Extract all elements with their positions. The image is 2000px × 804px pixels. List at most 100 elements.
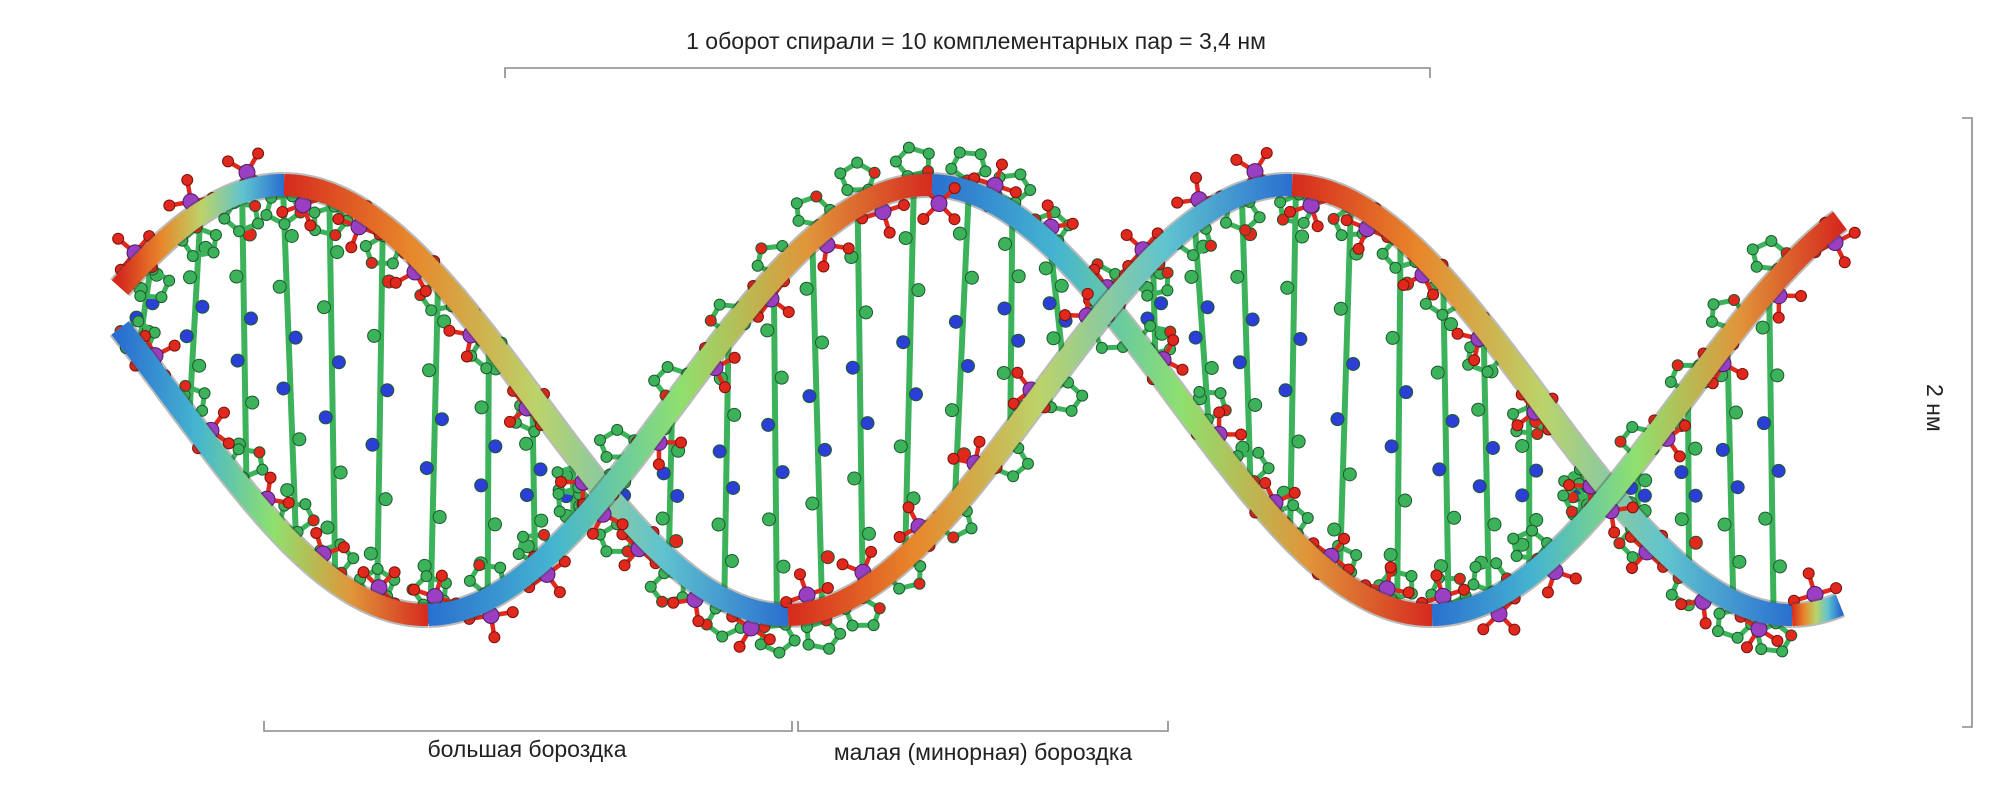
sugar-atom [210, 229, 221, 240]
sugar-atom [1712, 626, 1723, 637]
base-atom [949, 315, 962, 328]
sugar-atom [1627, 421, 1638, 432]
oxygen-atom [764, 634, 775, 645]
base-atom [1729, 406, 1742, 419]
sugar-atom [1437, 309, 1448, 320]
oxygen-atom [305, 220, 316, 231]
sugar-atom [1706, 316, 1717, 327]
oxygen-atom [1795, 290, 1806, 301]
oxygen-atom [1674, 451, 1685, 462]
base-atom [368, 329, 381, 342]
oxygen-atom [734, 641, 745, 652]
oxygen-atom [1403, 587, 1414, 598]
sugar-atom [481, 363, 492, 374]
base-atom [909, 388, 922, 401]
sugar-atom [1220, 217, 1231, 228]
sugar-atom [517, 531, 528, 542]
oxygen-atom [283, 497, 294, 508]
helix-turn-label: 1 оборот спирали = 10 комплементарных па… [0, 28, 1952, 55]
sugar-atom [1482, 366, 1493, 377]
sugar-atom [1022, 458, 1033, 469]
sugar-atom [387, 258, 398, 269]
oxygen-atom [554, 587, 565, 598]
sugar-atom [360, 240, 371, 251]
sugar-atom [756, 243, 767, 254]
base-atom [1530, 464, 1543, 477]
oxygen-atom [1831, 583, 1842, 594]
sugar-atom [1215, 388, 1226, 399]
base-atom [1516, 439, 1529, 452]
oxygen-atom [1478, 624, 1489, 635]
oxygen-atom [1849, 227, 1860, 238]
sugar-atom [601, 451, 612, 462]
oxygen-atom [1235, 429, 1246, 440]
oxygen-atom [619, 560, 630, 571]
sugar-atom [1491, 558, 1502, 569]
base-atom [1043, 297, 1056, 310]
base-atom [712, 518, 725, 531]
base-atom [1201, 301, 1214, 314]
oxygen-atom [1452, 328, 1463, 339]
base-atom [816, 336, 829, 349]
sugar-atom [966, 523, 977, 534]
sugar-atom [1406, 570, 1417, 581]
oxygen-atom [1082, 288, 1093, 299]
sugar-atom [980, 166, 991, 177]
base-atom [803, 390, 816, 403]
oxygen-atom [333, 213, 344, 224]
oxygen-atom [1067, 218, 1078, 229]
base-atom [293, 433, 306, 446]
sugar-atom [1298, 217, 1309, 228]
base-atom [1689, 442, 1702, 455]
base-atom [1759, 512, 1772, 525]
oxygen-atom [1214, 407, 1225, 418]
sugar-atom [954, 147, 965, 158]
sugar-atom [894, 583, 905, 594]
sugar-atom [1162, 267, 1173, 278]
base-atom [534, 463, 547, 476]
base-atom [1292, 435, 1305, 448]
base-atom [245, 312, 258, 325]
sugar-atom [1666, 589, 1677, 600]
oxygen-atom [818, 261, 829, 272]
sugar-atom [869, 167, 880, 178]
oxygen-atom [1285, 206, 1296, 217]
oxygen-atom [1177, 364, 1188, 375]
oxygen-atom [1060, 310, 1071, 321]
base-atom [196, 300, 209, 313]
sugar-atom [714, 299, 725, 310]
base-atom [862, 527, 875, 540]
sugar-atom [1145, 321, 1156, 332]
sugar-atom [1777, 646, 1788, 657]
base-atom [1756, 321, 1769, 334]
sugar-atom [1390, 262, 1401, 273]
oxygen-atom [1737, 368, 1748, 379]
sugar-atom [372, 564, 383, 575]
oxygen-atom [894, 532, 905, 543]
sugar-atom [752, 260, 763, 271]
sugar-atom [1729, 295, 1740, 306]
sugar-atom [649, 375, 660, 386]
base-atom [1047, 332, 1060, 345]
sugar-atom [474, 560, 485, 571]
sugar-atom [948, 532, 959, 543]
sugar-atom [657, 596, 668, 607]
base-atom [1675, 466, 1688, 479]
sugar-atom [253, 218, 264, 229]
oxygen-atom [390, 277, 401, 288]
sugar-atom [612, 424, 623, 435]
base-atom [435, 413, 448, 426]
oxygen-atom [507, 607, 518, 618]
oxygen-atom [358, 567, 369, 578]
sugar-atom [133, 316, 144, 327]
oxygen-atom [489, 632, 500, 643]
sugar-atom [1786, 630, 1797, 641]
oxygen-atom [1839, 257, 1850, 268]
base-pair-rung [774, 283, 777, 614]
sugar-atom [1336, 230, 1347, 241]
base-atom [1384, 548, 1397, 561]
sugar-atom [842, 184, 853, 195]
base-atom [1294, 333, 1307, 346]
sugar-atom [513, 549, 524, 560]
base-atom [246, 396, 259, 409]
